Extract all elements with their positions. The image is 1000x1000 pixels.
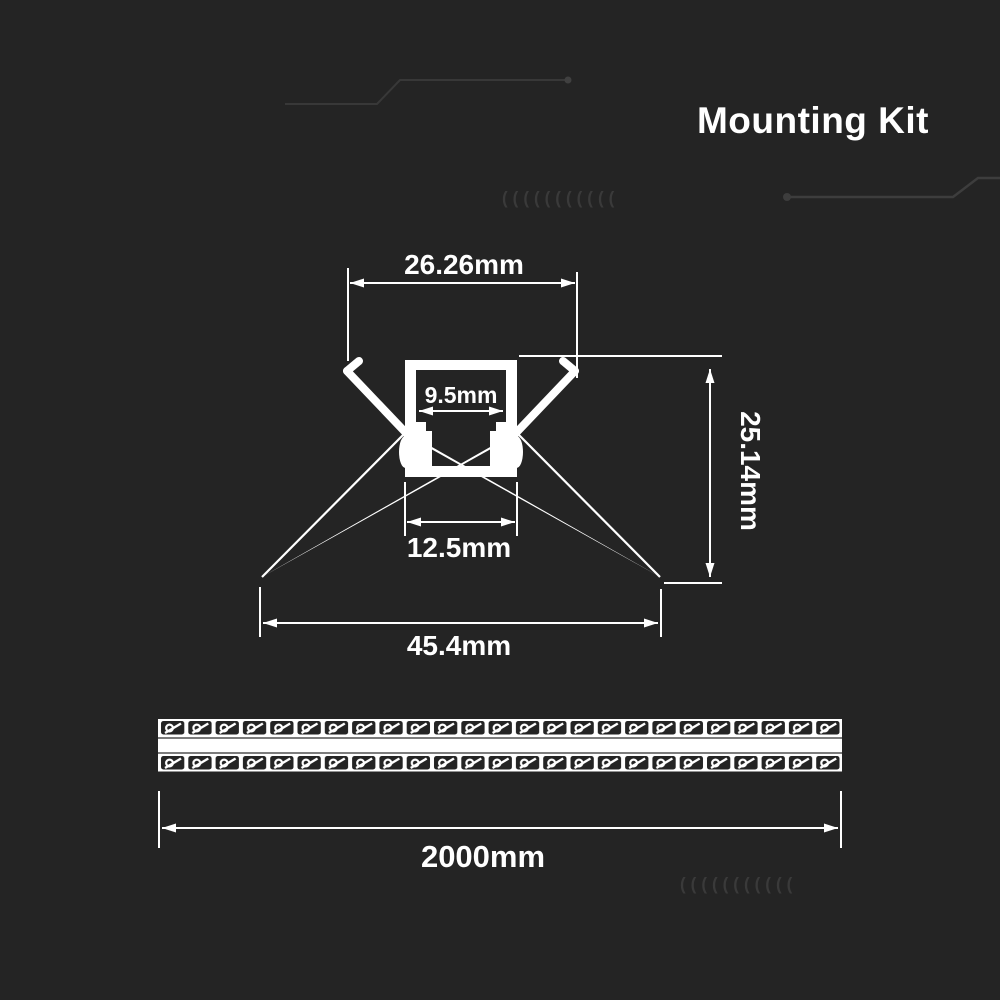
dim-label-base-width: 12.5mm bbox=[407, 532, 511, 563]
dim-label-height: 25.14mm bbox=[735, 411, 766, 531]
chevron-decoration-bottom: ((((((((((( bbox=[680, 874, 798, 895]
dim-label-inner-width: 9.5mm bbox=[425, 382, 498, 408]
circuit-decoration-left bbox=[285, 76, 572, 105]
spring-clips bbox=[260, 357, 662, 578]
dimension-lines bbox=[158, 268, 842, 848]
dim-label-length: 2000mm bbox=[421, 839, 545, 874]
dim-label-span-width: 45.4mm bbox=[407, 630, 511, 661]
dim-label-flange-width: 26.26mm bbox=[404, 249, 524, 280]
chevron-decoration-top: ((((((((((( bbox=[502, 188, 620, 209]
page-title: Mounting Kit bbox=[696, 100, 929, 141]
circuit-decoration-right bbox=[783, 176, 1000, 201]
profile-cross-section bbox=[399, 360, 523, 477]
mounting-clip-strip bbox=[158, 719, 842, 772]
